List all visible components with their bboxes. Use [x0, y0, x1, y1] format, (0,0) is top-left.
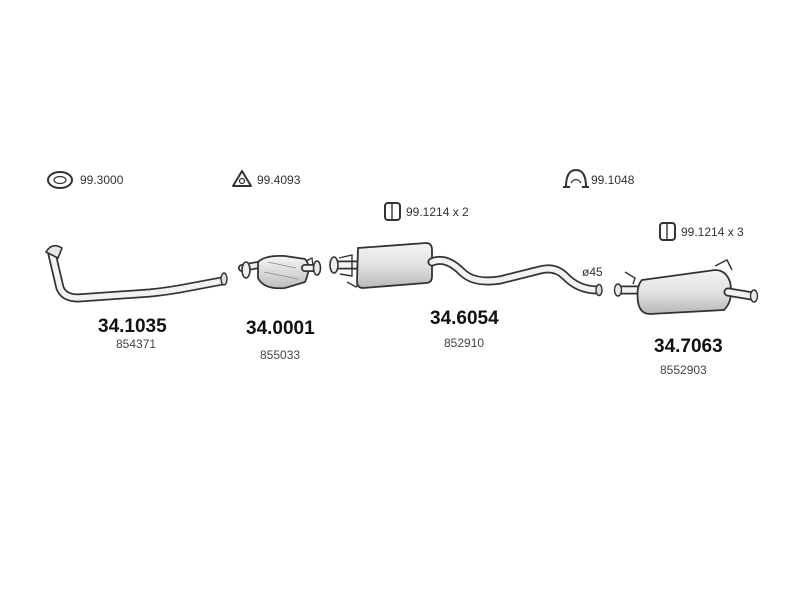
- accessory-label-hanger-x3: 99.1214 x 3: [681, 225, 744, 239]
- triangle-gasket-icon: [232, 170, 252, 187]
- ring-gasket-icon: [47, 171, 73, 189]
- accessory-label-clamp: 99.1048: [591, 173, 635, 187]
- oem-number-front-pipe: 854371: [116, 337, 157, 351]
- clamp-icon: [563, 168, 589, 188]
- rear-silencer-icon: [613, 259, 759, 315]
- part-number-catalytic-converter: 34.0001: [246, 318, 315, 339]
- oem-number-catalytic-converter: 855033: [260, 348, 301, 362]
- middle-silencer-icon: [329, 242, 603, 297]
- oem-number-middle-silencer: 852910: [444, 336, 485, 350]
- part-number-front-pipe: 34.1035: [98, 316, 167, 337]
- accessory-label-gasket: 99.4093: [257, 173, 301, 187]
- part-number-middle-silencer: 34.6054: [430, 308, 499, 329]
- front-pipe-icon: [44, 244, 228, 303]
- rubber-hanger-icon: [384, 202, 401, 221]
- part-number-rear-silencer: 34.7063: [654, 336, 723, 357]
- accessory-label-ring: 99.3000: [80, 173, 124, 187]
- rubber-hanger-icon: [659, 222, 676, 241]
- catalytic-converter-icon: [238, 254, 322, 290]
- pipe-diameter-label: ø45: [582, 265, 603, 279]
- oem-number-rear-silencer: 8552903: [660, 363, 707, 377]
- accessory-label-hanger-x2: 99.1214 x 2: [406, 205, 469, 219]
